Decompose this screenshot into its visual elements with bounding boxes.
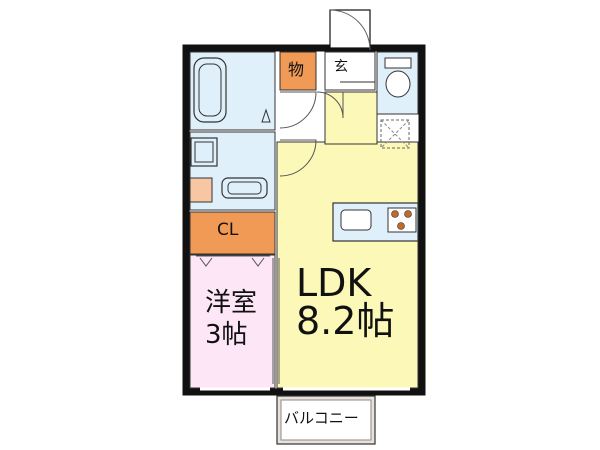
washing-machine-drum (194, 141, 214, 163)
refrigerator-x-1 (380, 119, 410, 149)
western-room-size: 3帖 (205, 320, 248, 350)
balcony-label: バルコニー (284, 409, 359, 427)
balcony-inner (280, 399, 372, 441)
refrigerator-x-2 (380, 119, 410, 149)
refrigerator-space (380, 119, 410, 149)
storage-room (279, 51, 317, 91)
closet-label: CL (217, 220, 239, 240)
wash-basin (221, 177, 268, 199)
toilet-tank (384, 57, 412, 69)
western-room-name: 洋室 (205, 288, 258, 318)
hall-floor (324, 91, 378, 145)
door-swing (316, 91, 344, 119)
bathtub (193, 57, 227, 123)
bathtub-inner (198, 63, 222, 117)
toilet-bowl (385, 70, 411, 98)
western-room (189, 254, 276, 389)
ldk-name: LDK (296, 261, 372, 305)
door-swing (279, 91, 317, 129)
burner-icon (397, 222, 405, 230)
closet (189, 211, 276, 255)
outer-wall (182, 44, 426, 396)
closet-door-marker (199, 257, 265, 267)
door-swing (279, 139, 317, 177)
ldk-room (276, 141, 419, 389)
burner-icon (404, 210, 412, 218)
entrance-notch (329, 9, 371, 49)
ldk-size: 8.2帖 (296, 299, 395, 343)
entrance-label: 玄 (334, 59, 348, 75)
storage-label: 物 (288, 60, 305, 79)
genkan-floor (324, 51, 376, 91)
small-storage (189, 177, 213, 203)
entrance-door-swing (329, 9, 371, 51)
bath-door-marker (261, 108, 271, 123)
kitchen-sink (340, 209, 372, 231)
wash-basin-inner (227, 181, 262, 195)
burner-icon (391, 210, 399, 218)
